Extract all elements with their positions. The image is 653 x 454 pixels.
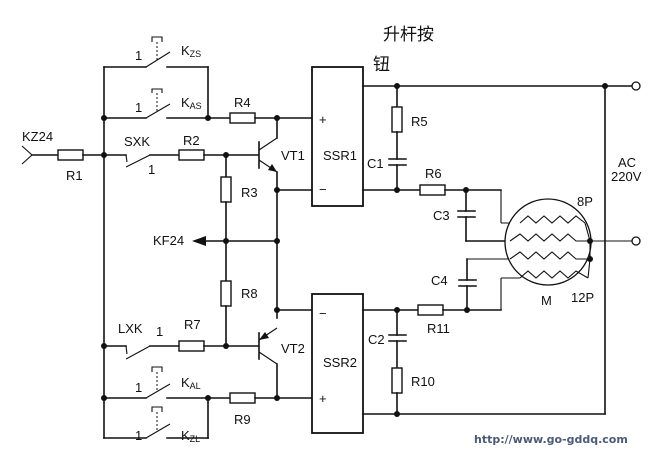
label-c1: C1: [367, 156, 384, 171]
junction-dots: [101, 83, 608, 417]
label-c2: C2: [368, 332, 385, 347]
contact-num-kas: 1: [135, 100, 142, 115]
label-lxk: LXK: [118, 321, 143, 336]
label-kas: KAS: [181, 95, 202, 111]
switch-lxk-blade: [125, 345, 151, 360]
label-ac: AC: [618, 155, 636, 170]
switch-sxk-blade: [125, 154, 151, 168]
pushbutton-kal-icon: [151, 366, 163, 372]
input-kz24: [21, 145, 59, 165]
ssr2-plus: +: [319, 391, 327, 406]
contact-num-sxk: 1: [148, 162, 155, 177]
winding-4: [519, 270, 589, 279]
pushbutton-kas-icon: [151, 88, 163, 93]
title-line-1: 升杆按: [383, 25, 434, 45]
ssr1-minus: −: [319, 182, 327, 197]
output-arrow-icon: [192, 236, 206, 246]
label-sxk: SXK: [124, 134, 150, 149]
label-kzl: KZL: [181, 428, 200, 444]
label-r2: R2: [183, 133, 200, 148]
label-r3: R3: [241, 185, 258, 200]
watermark-url: http://www.go-gddq.com: [474, 433, 628, 446]
label-c4: C4: [431, 273, 448, 288]
label-r10: R10: [411, 374, 435, 389]
ac-terminal-motor: [631, 236, 641, 246]
resistor-r8: [220, 280, 232, 307]
label-r5: R5: [411, 114, 428, 129]
transistor-vt1: [258, 117, 278, 319]
ssr1-box: [311, 66, 364, 207]
resistor-r4: [229, 112, 256, 124]
label-ssr2: SSR2: [323, 355, 357, 370]
switch-kal-blade: [145, 383, 171, 399]
label-r6: R6: [425, 166, 442, 181]
label-vt1: VT1: [281, 148, 305, 163]
resistor-r9: [229, 392, 256, 404]
label-c3: C3: [433, 208, 450, 223]
label-12p: 12P: [571, 290, 594, 305]
transistor-vt2: [258, 327, 278, 399]
pushbutton-kzs-icon: [151, 36, 163, 42]
contact-num-kal: 1: [135, 380, 142, 395]
contact-num-kzs: 1: [135, 48, 142, 63]
contact-num-lxk: 1: [156, 324, 163, 339]
switch-kzs-blade: [145, 51, 171, 68]
label-vt2: VT2: [281, 341, 305, 356]
ssr2-box: [311, 293, 364, 434]
contact-num-kzl: 1: [135, 428, 142, 443]
resistor-r11: [417, 304, 444, 316]
winding-1: [519, 215, 586, 224]
label-8p: 8P: [577, 194, 593, 209]
label-ssr1: SSR1: [323, 148, 357, 163]
resistor-r3: [220, 176, 232, 203]
winding-3: [509, 251, 590, 260]
resistor-r7: [178, 340, 205, 352]
label-220v: 220V: [611, 169, 642, 184]
resistor-r1: [57, 149, 84, 161]
label-r4: R4: [234, 95, 251, 110]
label-kal: KAL: [181, 375, 201, 391]
resistor-r10: [391, 367, 403, 394]
resistor-r6: [419, 184, 446, 196]
label-r8: R8: [241, 286, 258, 301]
label-kf24: KF24: [153, 233, 184, 248]
label-r1: R1: [66, 168, 83, 183]
motor-m: [504, 198, 592, 286]
ssr2-minus: −: [319, 306, 327, 321]
resistor-r5: [391, 106, 403, 133]
ssr1-plus: +: [319, 112, 327, 127]
switch-kzl-blade: [145, 423, 171, 439]
switch-kas-blade: [145, 103, 171, 119]
label-kzs: KZS: [181, 43, 201, 59]
resistor-r2: [178, 149, 205, 161]
label-r7: R7: [184, 317, 201, 332]
title-line-2: 钮: [373, 55, 390, 75]
label-motor: M: [541, 293, 552, 308]
label-kz24: KZ24: [22, 129, 53, 144]
ac-terminal-top: [631, 81, 641, 91]
input-arrow-icon: [21, 145, 33, 165]
label-r11: R11: [427, 321, 450, 336]
label-r9: R9: [234, 412, 251, 427]
pushbutton-kzl-icon: [151, 406, 163, 412]
winding-2: [509, 233, 590, 242]
